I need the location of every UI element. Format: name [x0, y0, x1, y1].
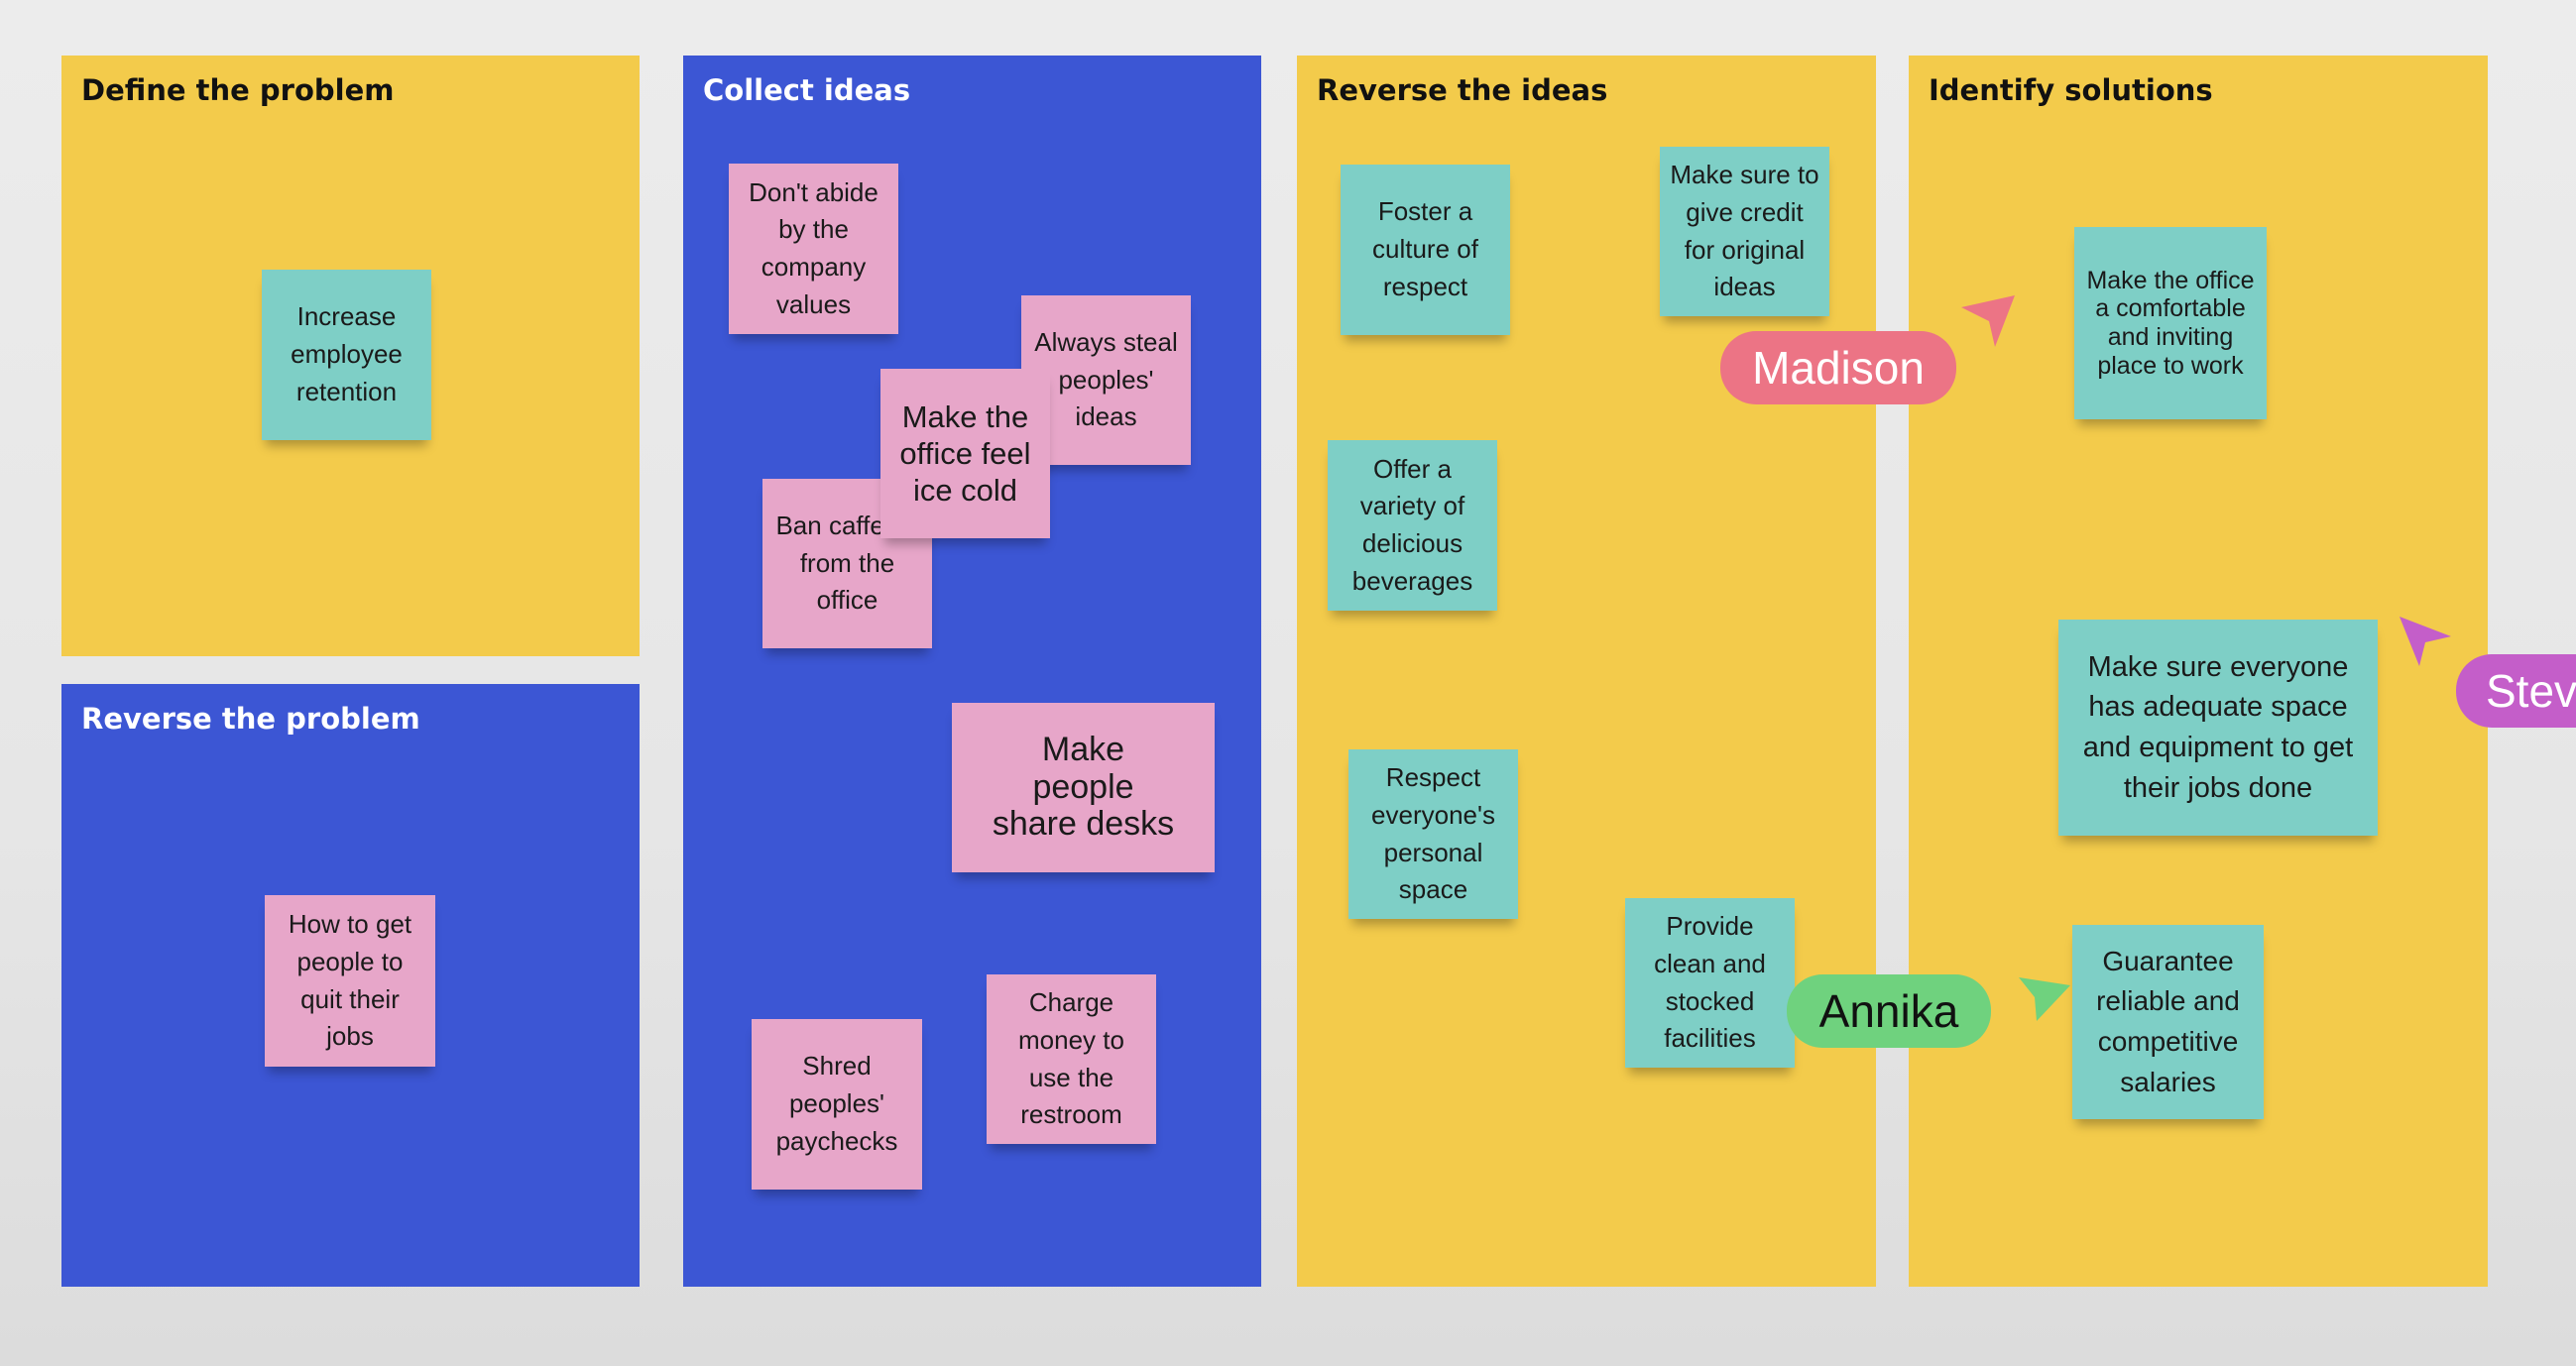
- sticky-note[interactable]: Offer a variety of delicious beverages: [1328, 440, 1497, 611]
- sticky-note[interactable]: Don't abide by the company values: [729, 164, 898, 334]
- sticky-note[interactable]: Make the office feel ice cold: [880, 369, 1050, 538]
- frame-title: Reverse the problem: [81, 702, 420, 736]
- sticky-note[interactable]: Make sure to give credit for original id…: [1660, 147, 1829, 316]
- cursor-arrow-icon: [2019, 977, 2070, 1021]
- frame-title: Reverse the ideas: [1317, 73, 1608, 107]
- sticky-note[interactable]: Shred peoples' paychecks: [752, 1019, 922, 1190]
- sticky-note[interactable]: Increase employee retention: [262, 270, 431, 440]
- frame-title: Identify solutions: [1929, 73, 2213, 107]
- sticky-note[interactable]: Guarantee reliable and competitive salar…: [2072, 925, 2264, 1119]
- sticky-note[interactable]: How to get people to quit their jobs: [265, 895, 435, 1067]
- frame-title: Define the problem: [81, 73, 395, 107]
- sticky-note[interactable]: Charge money to use the restroom: [987, 974, 1156, 1144]
- cursor-arrow-icon: [1961, 295, 2015, 347]
- sticky-note[interactable]: Make sure everyone has adequate space an…: [2058, 620, 2378, 836]
- frame-title: Collect ideas: [703, 73, 911, 107]
- sticky-note[interactable]: Respect everyone's personal space: [1348, 749, 1518, 919]
- sticky-note[interactable]: Make people share desks: [952, 703, 1215, 872]
- frame-reverse-the-problem[interactable]: Reverse the problem: [61, 684, 640, 1287]
- sticky-note[interactable]: Make the office a comfortable and inviti…: [2074, 227, 2267, 419]
- sticky-note[interactable]: Foster a culture of respect: [1341, 165, 1510, 335]
- collaborator-label-steve: Stev: [2456, 654, 2576, 728]
- collaborator-label-annika: Annika: [1787, 974, 1991, 1048]
- cursor-arrow-icon: [2400, 617, 2451, 666]
- collaborator-label-madison: Madison: [1720, 331, 1956, 404]
- sticky-note[interactable]: Provide clean and stocked facilities: [1625, 898, 1795, 1068]
